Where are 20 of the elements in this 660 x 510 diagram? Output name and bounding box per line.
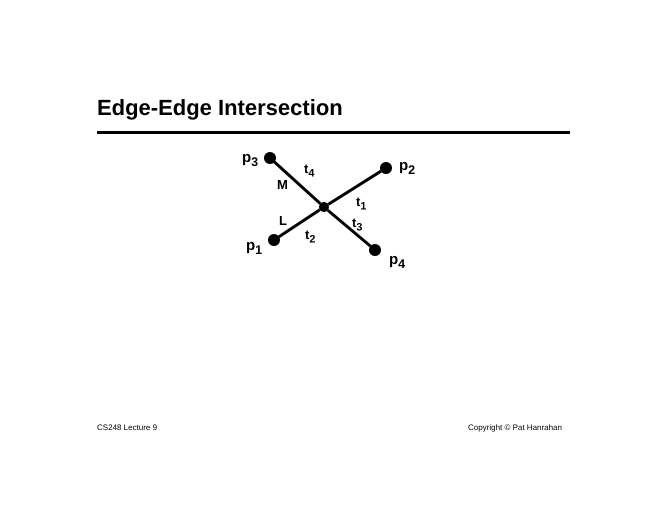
point-dot (369, 244, 381, 256)
point-label: p$_{1}$ (246, 238, 262, 256)
point-label: p$_{4}$ (389, 252, 406, 270)
line-segment (278, 208, 321, 238)
point-label: p$_{2}$ (399, 158, 416, 176)
line-segment (273, 160, 322, 205)
point-label: p$_{3}$ (242, 150, 258, 168)
point-dot (268, 234, 280, 246)
point-dot (264, 152, 276, 164)
edge-label: t$_{4}$ (304, 162, 314, 180)
line-segment (327, 170, 382, 206)
edge-label: t$_{2}$ (305, 228, 316, 246)
line-name: M (277, 178, 288, 191)
slide-title: Edge-Edge Intersection (97, 97, 343, 119)
edge-label: t$_{3}$ (352, 216, 362, 234)
line-name: L (279, 214, 287, 227)
footer-text: Copyright © Pat Hanrahan (468, 424, 562, 432)
point-dot (380, 162, 392, 174)
edge-label: t$_{1}$ (356, 195, 366, 212)
footer-text: CS248 Lecture 9 (97, 424, 158, 432)
